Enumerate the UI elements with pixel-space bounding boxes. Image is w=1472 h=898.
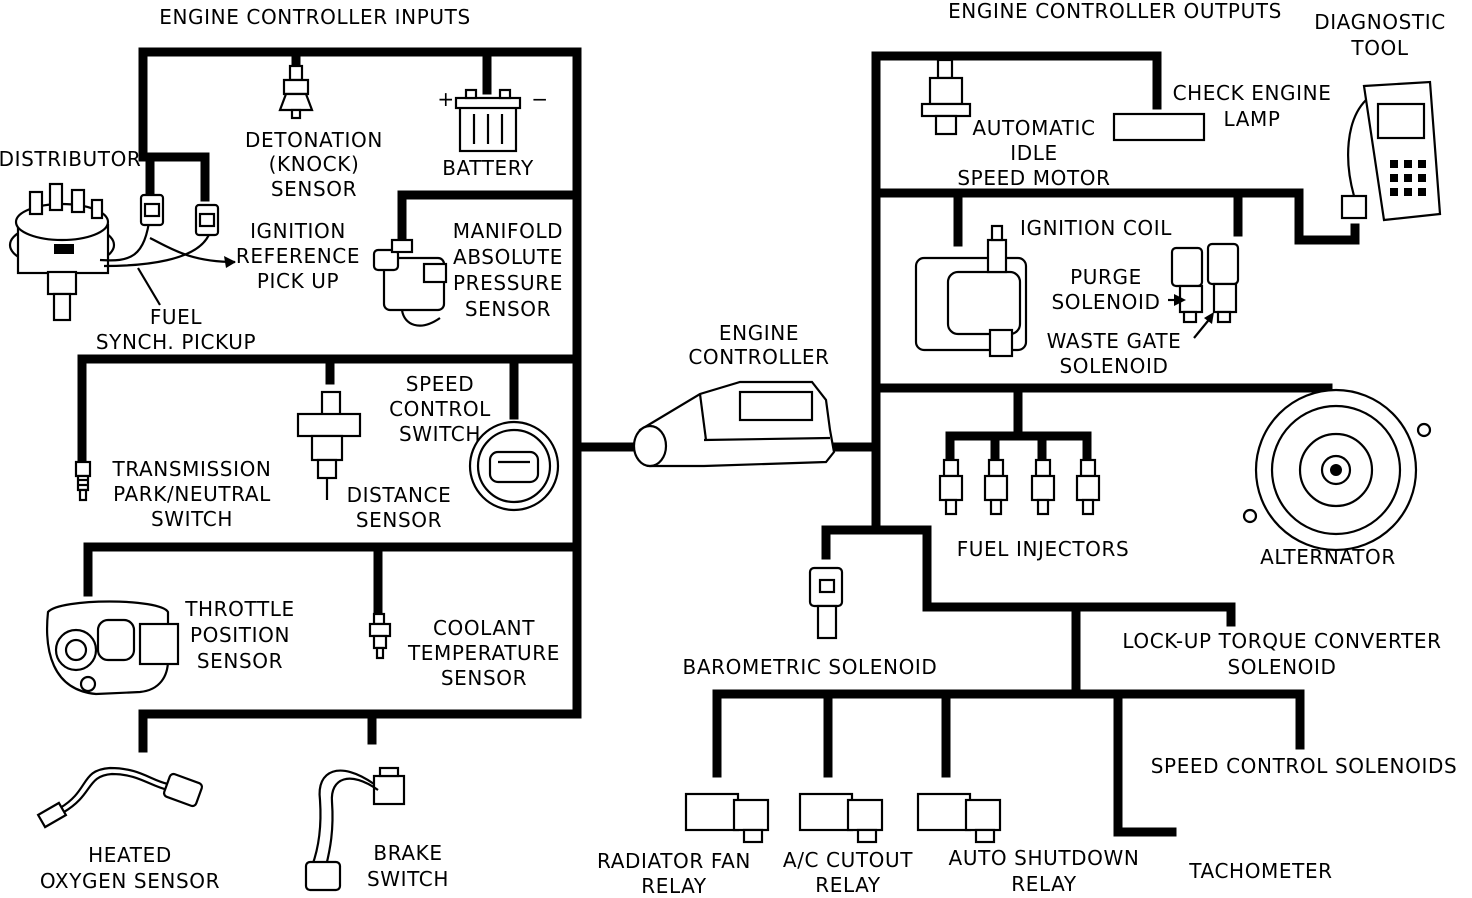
ignition-ref-label-3: PICK UP bbox=[257, 269, 339, 293]
battery-label: BATTERY bbox=[442, 156, 534, 180]
park-neutral-switch-drawing bbox=[74, 460, 92, 502]
distance-sensor-drawing bbox=[296, 390, 362, 500]
ignition-ref-label-2: REFERENCE bbox=[236, 244, 360, 268]
auto-shutdown-relay-drawing bbox=[916, 792, 1002, 844]
auto-shutdown-label-2: RELAY bbox=[1011, 872, 1077, 896]
output-wiring bbox=[712, 51, 1360, 837]
map-sensor-drawing bbox=[372, 238, 448, 327]
brake-label-2: SWITCH bbox=[367, 867, 449, 891]
speed-control-switch-drawing bbox=[468, 420, 560, 512]
auto-shutdown-label-1: AUTO SHUTDOWN bbox=[949, 846, 1140, 870]
detonation-label-1: DETONATION bbox=[245, 128, 383, 152]
tachometer-label: TACHOMETER bbox=[1188, 859, 1332, 883]
idle-motor-label-3: SPEED MOTOR bbox=[957, 166, 1110, 190]
distributor-drawing bbox=[8, 182, 236, 322]
distance-label-2: SENSOR bbox=[356, 508, 442, 532]
detonation-label-2: (KNOCK) bbox=[269, 152, 360, 176]
lockup-label-1: LOCK-UP TORQUE CONVERTER bbox=[1122, 629, 1441, 653]
map-label-4: SENSOR bbox=[465, 297, 551, 321]
barometric-label: BAROMETRIC SOLENOID bbox=[683, 655, 938, 679]
coolant-sensor-drawing bbox=[368, 612, 392, 660]
lockup-label-2: SOLENOID bbox=[1227, 655, 1336, 679]
waste-gate-label-2: SOLENOID bbox=[1059, 354, 1168, 378]
speed-solenoids-label: SPEED CONTROL SOLENOIDS bbox=[1151, 754, 1458, 778]
fuel-synch-label-1: FUEL bbox=[150, 305, 203, 329]
fuel-synch-label-2: SYNCH. PICKUP bbox=[96, 330, 256, 354]
ac-cutout-label-1: A/C CUTOUT bbox=[783, 848, 913, 872]
ac-cutout-label-2: RELAY bbox=[815, 873, 881, 897]
park-neutral-label-1: TRANSMISSION bbox=[112, 457, 272, 481]
map-label-3: PRESSURE bbox=[453, 271, 563, 295]
speed-control-switch-label-1: SPEED bbox=[406, 372, 474, 396]
waste-gate-label-1: WASTE GATE bbox=[1047, 329, 1182, 353]
diagnostic-label-2: TOOL bbox=[1350, 36, 1409, 60]
throttle-label-1: THROTTLE bbox=[184, 597, 295, 621]
fuel-injectors-drawing bbox=[938, 458, 1101, 516]
coolant-label-2: TEMPERATURE bbox=[407, 641, 560, 665]
oxygen-label-2: OXYGEN SENSOR bbox=[40, 869, 220, 893]
ignition-ref-label-1: IGNITION bbox=[250, 219, 346, 243]
map-label-1: MANIFOLD bbox=[453, 219, 563, 243]
battery-plus: + bbox=[437, 87, 454, 111]
inputs-header: ENGINE CONTROLLER INPUTS bbox=[159, 5, 471, 29]
solenoids-drawing bbox=[1168, 242, 1240, 339]
check-engine-label-2: LAMP bbox=[1224, 107, 1281, 131]
park-neutral-label-2: PARK/NEUTRAL bbox=[113, 482, 271, 506]
idle-motor-label-1: AUTOMATIC bbox=[972, 116, 1095, 140]
radiator-fan-label-1: RADIATOR FAN bbox=[597, 849, 751, 873]
throttle-label-3: SENSOR bbox=[197, 649, 283, 673]
park-neutral-label-3: SWITCH bbox=[151, 507, 233, 531]
brake-label-1: BRAKE bbox=[373, 841, 442, 865]
check-engine-lamp-drawing bbox=[1112, 112, 1206, 142]
input-wiring bbox=[77, 47, 635, 753]
throttle-sensor-drawing bbox=[46, 600, 180, 696]
brake-switch-drawing bbox=[304, 766, 406, 892]
distributor-label: DISTRIBUTOR bbox=[0, 147, 141, 171]
battery-minus: − bbox=[531, 87, 548, 111]
idle-motor-drawing bbox=[920, 58, 972, 136]
knock-sensor-drawing bbox=[278, 64, 314, 120]
speed-control-switch-label-3: SWITCH bbox=[399, 422, 481, 446]
battery-drawing bbox=[454, 88, 522, 153]
diagnostic-tool-drawing bbox=[1340, 80, 1442, 222]
detonation-label-3: SENSOR bbox=[271, 177, 357, 201]
ignition-coil-label: IGNITION COIL bbox=[1020, 216, 1172, 240]
pickup-connectors-drawing bbox=[139, 193, 220, 237]
purge-label-1: PURGE bbox=[1070, 265, 1142, 289]
distance-label-1: DISTANCE bbox=[347, 483, 452, 507]
controller-label-2: CONTROLLER bbox=[688, 345, 829, 369]
controller-label-1: ENGINE bbox=[719, 321, 799, 345]
idle-motor-label-2: IDLE bbox=[1010, 141, 1057, 165]
oxygen-label-1: HEATED bbox=[88, 843, 172, 867]
outputs-header: ENGINE CONTROLLER OUTPUTS bbox=[948, 0, 1282, 23]
alternator-drawing bbox=[1242, 388, 1432, 552]
diagnostic-label-1: DIAGNOSTIC bbox=[1314, 10, 1446, 34]
map-label-2: ABSOLUTE bbox=[453, 245, 563, 269]
throttle-label-2: POSITION bbox=[190, 623, 290, 647]
coolant-label-1: COOLANT bbox=[433, 616, 535, 640]
radiator-fan-label-2: RELAY bbox=[641, 874, 707, 898]
ignition-coil-drawing bbox=[914, 224, 1028, 358]
barometric-solenoid-drawing bbox=[808, 566, 844, 640]
speed-control-switch-label-2: CONTROL bbox=[389, 397, 491, 421]
check-engine-label-1: CHECK ENGINE bbox=[1173, 81, 1332, 105]
coolant-label-3: SENSOR bbox=[441, 666, 527, 690]
purge-label-2: SOLENOID bbox=[1051, 290, 1160, 314]
engine-controller-drawing bbox=[632, 380, 836, 468]
oxygen-sensor-drawing bbox=[36, 766, 204, 829]
radiator-fan-relay-drawing bbox=[684, 792, 770, 844]
alternator-label: ALTERNATOR bbox=[1260, 545, 1396, 569]
fuel-injectors-label: FUEL INJECTORS bbox=[957, 537, 1130, 561]
ac-cutout-relay-drawing bbox=[798, 792, 884, 844]
